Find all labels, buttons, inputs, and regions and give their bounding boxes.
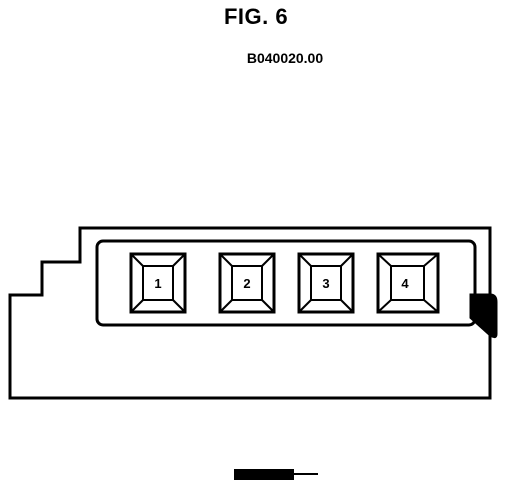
figure-code: B040020.00 bbox=[246, 50, 324, 66]
cavity-3: 3 bbox=[297, 252, 355, 314]
cavity-2: 2 bbox=[218, 252, 276, 314]
locking-tab bbox=[469, 293, 498, 339]
connector-housing bbox=[8, 226, 492, 400]
figure-title: FIG. 6 bbox=[223, 4, 289, 29]
cavity-label-2: 2 bbox=[243, 276, 250, 291]
cavity-1: 1 bbox=[129, 252, 187, 314]
terminal-panel bbox=[95, 239, 477, 327]
cavity-label-3: 3 bbox=[322, 276, 329, 291]
cavity-label-4: 4 bbox=[401, 276, 409, 291]
wire-harness-symbol bbox=[234, 469, 318, 480]
cavity-4: 4 bbox=[376, 252, 440, 314]
cavity-label-1: 1 bbox=[154, 276, 161, 291]
